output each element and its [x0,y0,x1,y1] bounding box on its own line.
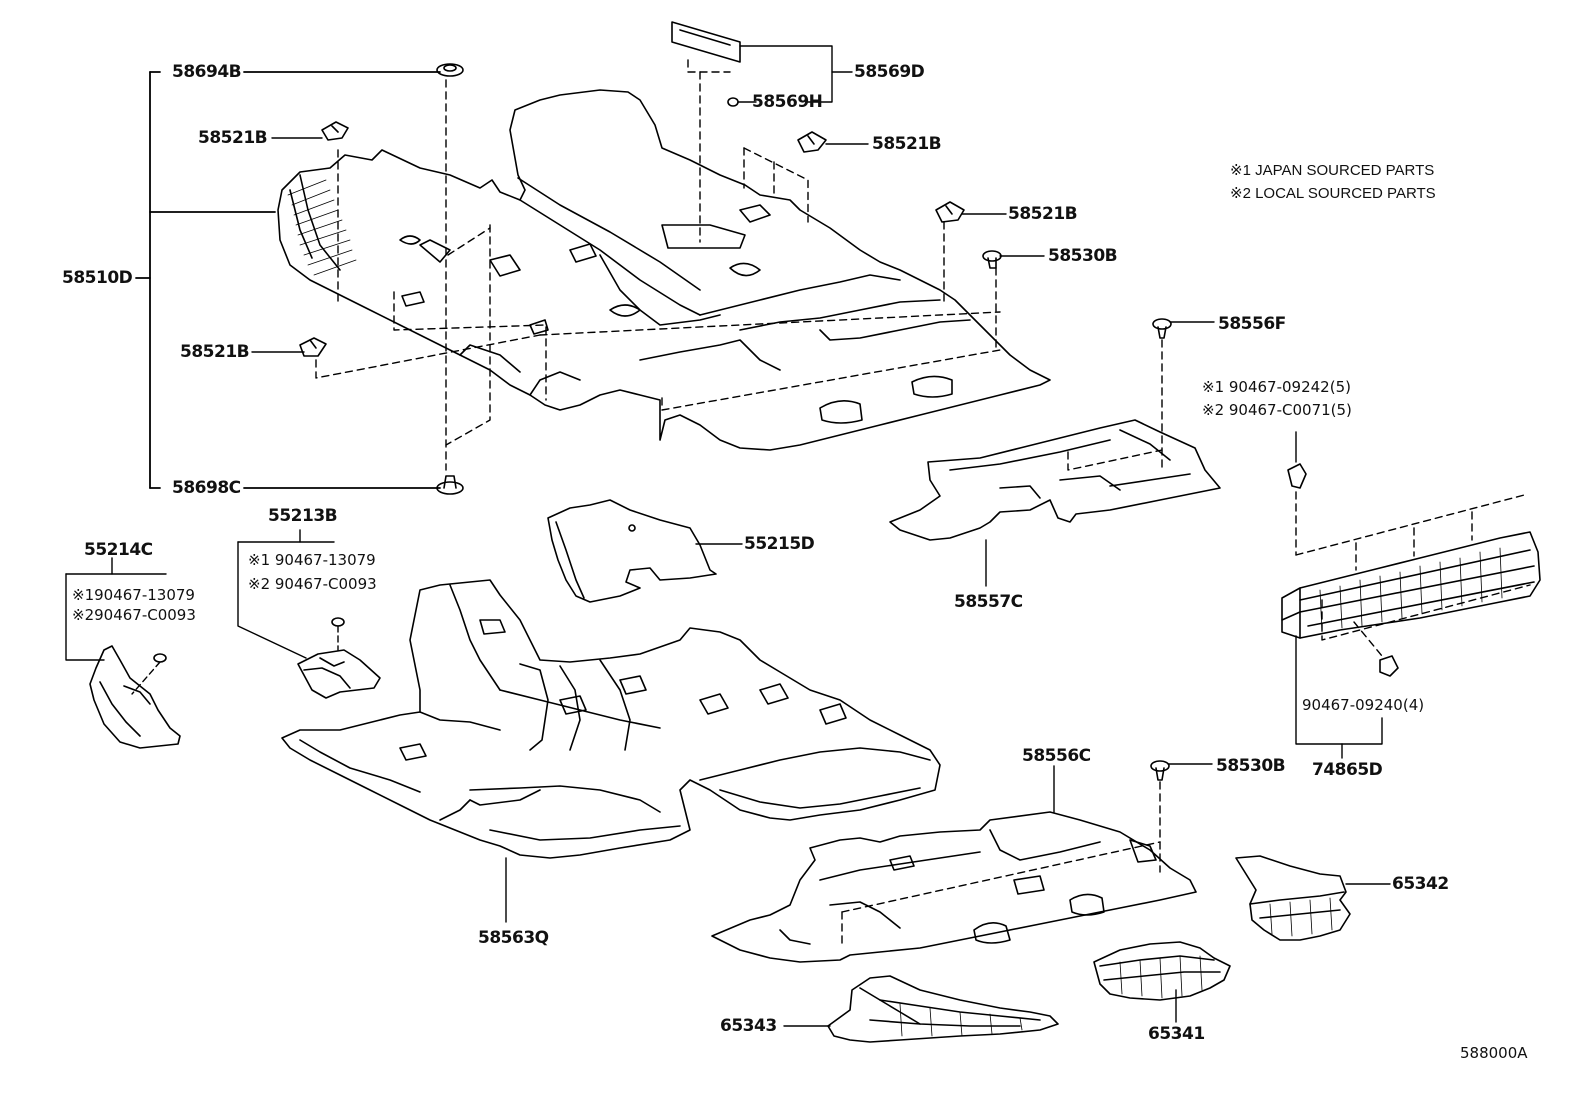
label-58569H[interactable]: 58569H [752,92,823,112]
rear-carpet-dashed [841,781,1161,949]
front-floor-carpet [277,89,1051,451]
label-58569D[interactable]: 58569D [854,62,925,82]
label-90467-09240[interactable]: 90467-09240(4) [1302,696,1425,714]
main-floor-carpet-58563Q [281,579,941,859]
leaders-55214C [65,557,167,695]
insulator-55215D [547,499,717,603]
label-90467-C0071[interactable]: ※2 90467-C0071(5) [1202,401,1352,419]
front-carpet-dashed-lines [315,59,1001,471]
label-58530B-lower[interactable]: 58530B [1216,756,1286,776]
label-58556F[interactable]: 58556F [1218,314,1286,334]
rear-floor-piece-58557C [889,318,1221,541]
illustration-code: 588000A [1460,1044,1528,1062]
rear-cover-dashed [1295,491,1531,657]
label-58556C[interactable]: 58556C [1022,746,1091,766]
label-58521B-top-right[interactable]: 58521B [872,134,942,154]
label-55213B[interactable]: 55213B [268,506,338,526]
rear-piece-dashed [1067,339,1163,471]
label-65343[interactable]: 65343 [720,1016,777,1036]
label-65341[interactable]: 65341 [1148,1024,1205,1044]
piece-55214C [89,645,181,749]
leaders-55213B [237,529,339,659]
piece-55213B [297,617,381,699]
bracket-65341 [1093,941,1231,1001]
label-58521B-top-left[interactable]: 58521B [198,128,268,148]
label-90467-C0093-55214C[interactable]: ※290467-C0093 [72,606,196,624]
note-japan-sourced: ※1 JAPAN SOURCED PARTS [1230,162,1435,179]
bracket-58510D [135,71,441,489]
rear-cover-74865D [1281,463,1541,677]
label-90467-09242[interactable]: ※1 90467-09242(5) [1202,378,1351,396]
label-90467-13079-55214C[interactable]: ※190467-13079 [72,586,195,604]
label-55214C[interactable]: 55214C [84,540,153,560]
rear-carpet-58556C [711,760,1197,963]
label-58698C[interactable]: 58698C [172,478,241,498]
label-74865D[interactable]: 74865D [1312,760,1383,780]
label-58694B[interactable]: 58694B [172,62,242,82]
label-58521B-right[interactable]: 58521B [1008,204,1078,224]
leaders-58556C [1053,763,1213,813]
leaders-74865D [1295,431,1383,759]
label-58510D[interactable]: 58510D [62,268,133,288]
label-65342[interactable]: 65342 [1392,874,1449,894]
front-clips [299,21,1002,495]
label-58521B-lower-left[interactable]: 58521B [180,342,250,362]
bracket-65343 [827,975,1059,1043]
label-90467-13079-55213B[interactable]: ※1 90467-13079 [248,551,376,569]
label-90467-C0093-55213B[interactable]: ※2 90467-C0093 [248,575,377,593]
bracket-65342 [1235,855,1351,941]
leaders-top [251,45,1045,353]
note-local-sourced: ※2 LOCAL SOURCED PARTS [1230,185,1436,202]
label-58557C[interactable]: 58557C [954,592,1023,612]
label-58530B-upper[interactable]: 58530B [1048,246,1118,266]
label-58563Q[interactable]: 58563Q [478,928,549,948]
label-55215D[interactable]: 55215D [744,534,815,554]
leaders-rear [985,321,1215,587]
